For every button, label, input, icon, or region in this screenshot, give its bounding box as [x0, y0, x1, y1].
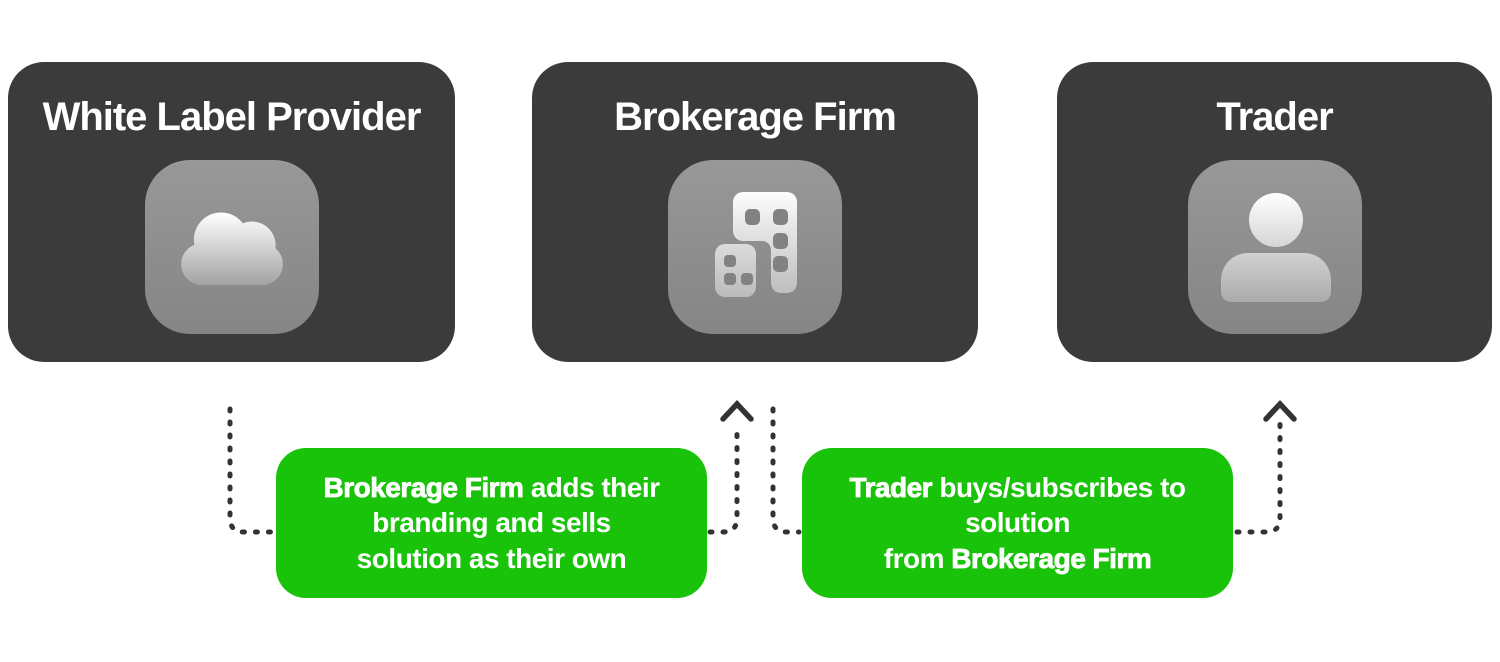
- card-title-brokerage-firm: Brokerage Firm: [614, 95, 897, 139]
- card-white-label-provider: White Label Provider: [8, 62, 455, 362]
- arrow-up-trader-icon: [1263, 399, 1297, 422]
- cloud-icon: [180, 212, 283, 286]
- card-title-white-label-provider: White Label Provider: [42, 95, 422, 139]
- callout-line: from Brokerage Firm: [883, 541, 1152, 577]
- callout-line: Trader buys/subscribes to: [849, 470, 1186, 506]
- card-trader: Trader: [1057, 62, 1492, 362]
- arrow-up-brokerage-icon: [720, 399, 754, 422]
- callout-text-segment: buys/subscribes to: [932, 471, 1186, 503]
- buildings-icon: [715, 192, 797, 297]
- connector-provider-to-callout1: [227, 406, 276, 535]
- cloud-icon-tile: [144, 160, 319, 334]
- callout-brokerage-adds-branding: Brokerage Firm adds their branding and s…: [276, 448, 707, 598]
- callout-line: solution: [965, 505, 1070, 541]
- callout-line: branding and sells: [372, 505, 611, 541]
- callout-text-segment: solution as their own: [356, 542, 627, 574]
- callout-text-segment: from: [883, 542, 952, 574]
- callout-text-segment: Brokerage Firm: [951, 542, 1152, 574]
- callout-text-segment: Brokerage Firm: [323, 471, 524, 503]
- callout-trader-buys-subscribes: Trader buys/subscribes to solution from …: [802, 448, 1233, 598]
- person-icon: [1220, 193, 1331, 302]
- card-brokerage-firm: Brokerage Firm: [532, 62, 978, 362]
- person-icon-tile: [1187, 160, 1362, 334]
- connector-callout1-to-brokerage: [707, 421, 740, 535]
- buildings-icon-tile: [668, 160, 842, 334]
- card-title-trader: Trader: [1216, 95, 1333, 139]
- callout-text-segment: Trader: [849, 471, 933, 503]
- connector-callout2-to-trader: [1234, 421, 1283, 535]
- callout-text-segment: solution: [965, 507, 1070, 539]
- callout-text-segment: branding and sells: [372, 507, 611, 539]
- callout-line: Brokerage Firm adds their: [323, 470, 660, 506]
- callout-line: solution as their own: [357, 541, 627, 577]
- callout-text-segment: adds their: [523, 471, 660, 503]
- connector-brokerage-to-callout2: [770, 406, 802, 535]
